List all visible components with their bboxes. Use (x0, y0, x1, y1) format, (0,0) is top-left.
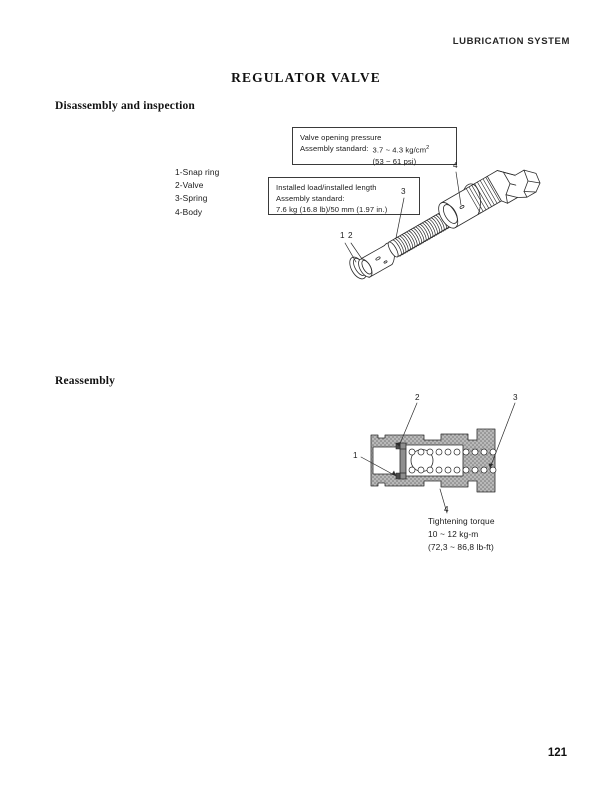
callout-3-exploded: 3 (401, 187, 406, 196)
spec-box-valve-opening-pressure: Valve opening pressure Assembly standard… (292, 127, 457, 166)
torque-value-metric: 10 ~ 12 kg-m (428, 529, 479, 539)
section-heading-reassembly: Reassembly (55, 375, 116, 387)
spec-title: Valve opening pressure (300, 133, 382, 142)
page-number: 121 (547, 747, 567, 759)
page-title: REGULATOR VALVE (231, 70, 381, 85)
part-spring (387, 210, 453, 258)
callout-4-section: 4 (444, 505, 449, 514)
parts-legend-item: 4-Body (175, 206, 203, 217)
parts-legend: 1-Snap ring 2-Valve 3-Spring 4-Body (175, 166, 219, 219)
callout-1-exploded: 1 (340, 231, 345, 240)
section-snap-ring (395, 442, 401, 480)
spec-value-superscript: 2 (426, 145, 430, 151)
section-spring (408, 448, 497, 474)
tightening-torque-note: Tightening torque 10 ~ 12 kg-m (72,3 ~ 8… (428, 515, 495, 554)
spec-value: 7.6 kg (16.8 lb)/50 mm (1.97 in.) (276, 205, 388, 214)
parts-legend-item: 3-Spring (175, 193, 208, 204)
spec-label: Assembly standard: (276, 194, 345, 203)
section-valve (399, 442, 434, 480)
callout-1-section: 1 (353, 451, 358, 460)
spec-box-installed-load: Installed load/installed length Assembly… (268, 177, 420, 215)
leader-lines-section (360, 402, 516, 514)
callout-3-section: 3 (513, 393, 518, 402)
callout-4-exploded: 4 (453, 161, 458, 170)
spec-value-imperial: (53 ~ 61 psi) (372, 156, 417, 166)
torque-value-imperial: (72,3 ~ 86,8 lb-ft) (428, 542, 494, 552)
part-valve (358, 242, 395, 278)
callout-2-exploded: 2 (348, 231, 353, 240)
section-body-fill (370, 428, 496, 493)
spec-title: Installed load/installed length (276, 183, 377, 192)
torque-label: Tightening torque (428, 516, 495, 526)
parts-legend-item: 2-Valve (175, 180, 204, 191)
spec-label: Assembly standard: (300, 144, 369, 153)
spec-value-metric: 3.7 ~ 4.3 kg/cm2 (372, 145, 430, 155)
parts-legend-item: 1-Snap ring (175, 167, 220, 177)
callout-2-section: 2 (415, 393, 420, 402)
section-heading-disassembly: Disassembly and inspection (55, 100, 196, 112)
part-body (438, 169, 541, 229)
part-snap-ring (349, 256, 367, 280)
running-header: LUBRICATION SYSTEM (452, 36, 570, 47)
